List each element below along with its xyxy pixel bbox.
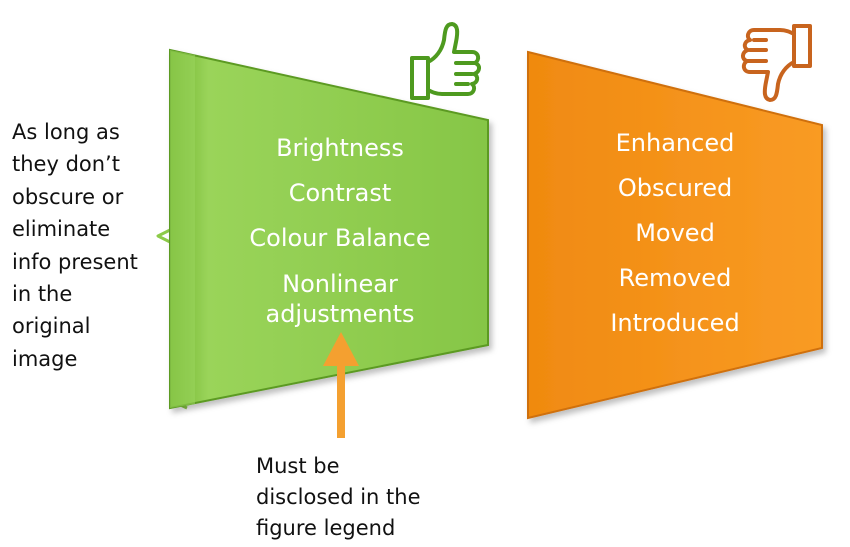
forbidden-panel-shape bbox=[527, 50, 823, 420]
allowed-item-colour-balance: Colour Balance bbox=[249, 224, 431, 252]
forbidden-item-enhanced: Enhanced bbox=[615, 129, 735, 157]
allowed-panel-edge bbox=[170, 50, 195, 408]
forbidden-item-moved: Moved bbox=[635, 219, 715, 247]
legend-arrow bbox=[323, 332, 359, 438]
forbidden-manipulations-list: Enhanced Obscured Moved Removed Introduc… bbox=[560, 121, 790, 346]
allowed-item-contrast: Contrast bbox=[288, 179, 392, 207]
forbidden-item-introduced: Introduced bbox=[610, 309, 740, 337]
side-note-text: As long as they don’t obscure or elimina… bbox=[12, 120, 138, 371]
allowed-item-nonlinear: Nonlinear adjustments bbox=[265, 270, 415, 328]
thumbs-up-icon bbox=[410, 22, 481, 100]
forbidden-item-removed: Removed bbox=[618, 264, 732, 292]
allowed-adjustments-list: Brightness Contrast Colour Balance Nonli… bbox=[220, 126, 460, 329]
allowed-item-brightness: Brightness bbox=[276, 134, 404, 162]
legend-disclosure-note: Must be disclosed in the figure legend bbox=[256, 454, 421, 540]
forbidden-item-obscured: Obscured bbox=[617, 174, 733, 202]
thumbs-down-icon bbox=[741, 24, 812, 102]
